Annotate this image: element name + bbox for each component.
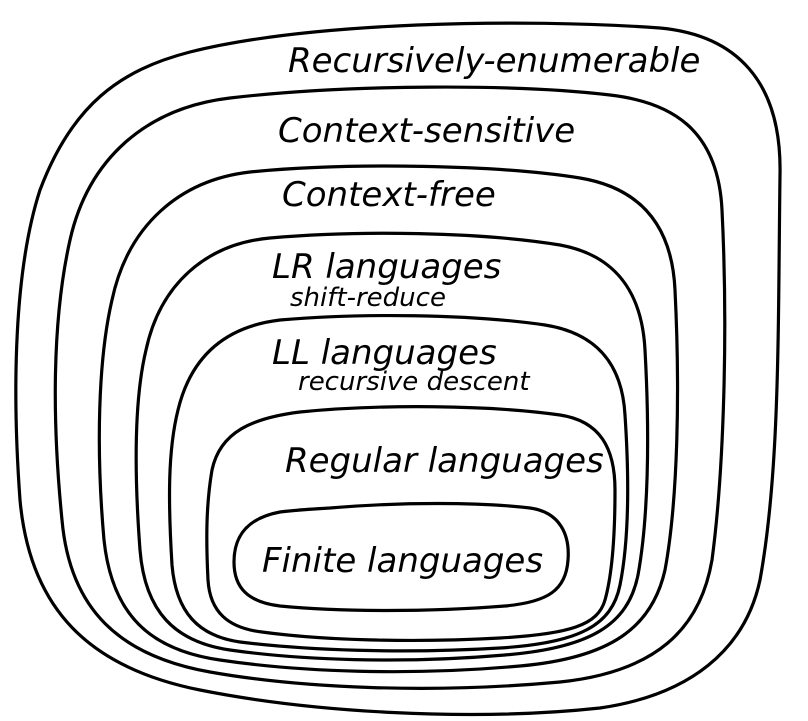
label-context-sensitive: Context-sensitive: [278, 111, 575, 151]
label-finite-languages: Finite languages: [262, 541, 543, 581]
ring-finite-languages: [232, 501, 570, 613]
label-context-free: Context-free: [282, 175, 496, 215]
label-recursively-enumerable: Recursively-enumerable: [288, 41, 700, 81]
label-regular-languages: Regular languages: [285, 441, 604, 481]
ring-ll-languages: [167, 313, 630, 653]
label-ll-languages: LL languages: [272, 333, 497, 373]
sublabel-ll-recursive-descent: recursive descent: [298, 367, 530, 397]
ring-context-sensitive: [53, 85, 727, 690]
ring-lr-languages: [134, 231, 650, 662]
ring-context-free: [97, 164, 680, 674]
label-lr-languages: LR languages: [272, 247, 501, 287]
ring-recursively-enumerable: [14, 21, 782, 717]
ring-regular-languages: [205, 405, 617, 643]
sublabel-lr-shift-reduce: shift-reduce: [290, 283, 446, 313]
